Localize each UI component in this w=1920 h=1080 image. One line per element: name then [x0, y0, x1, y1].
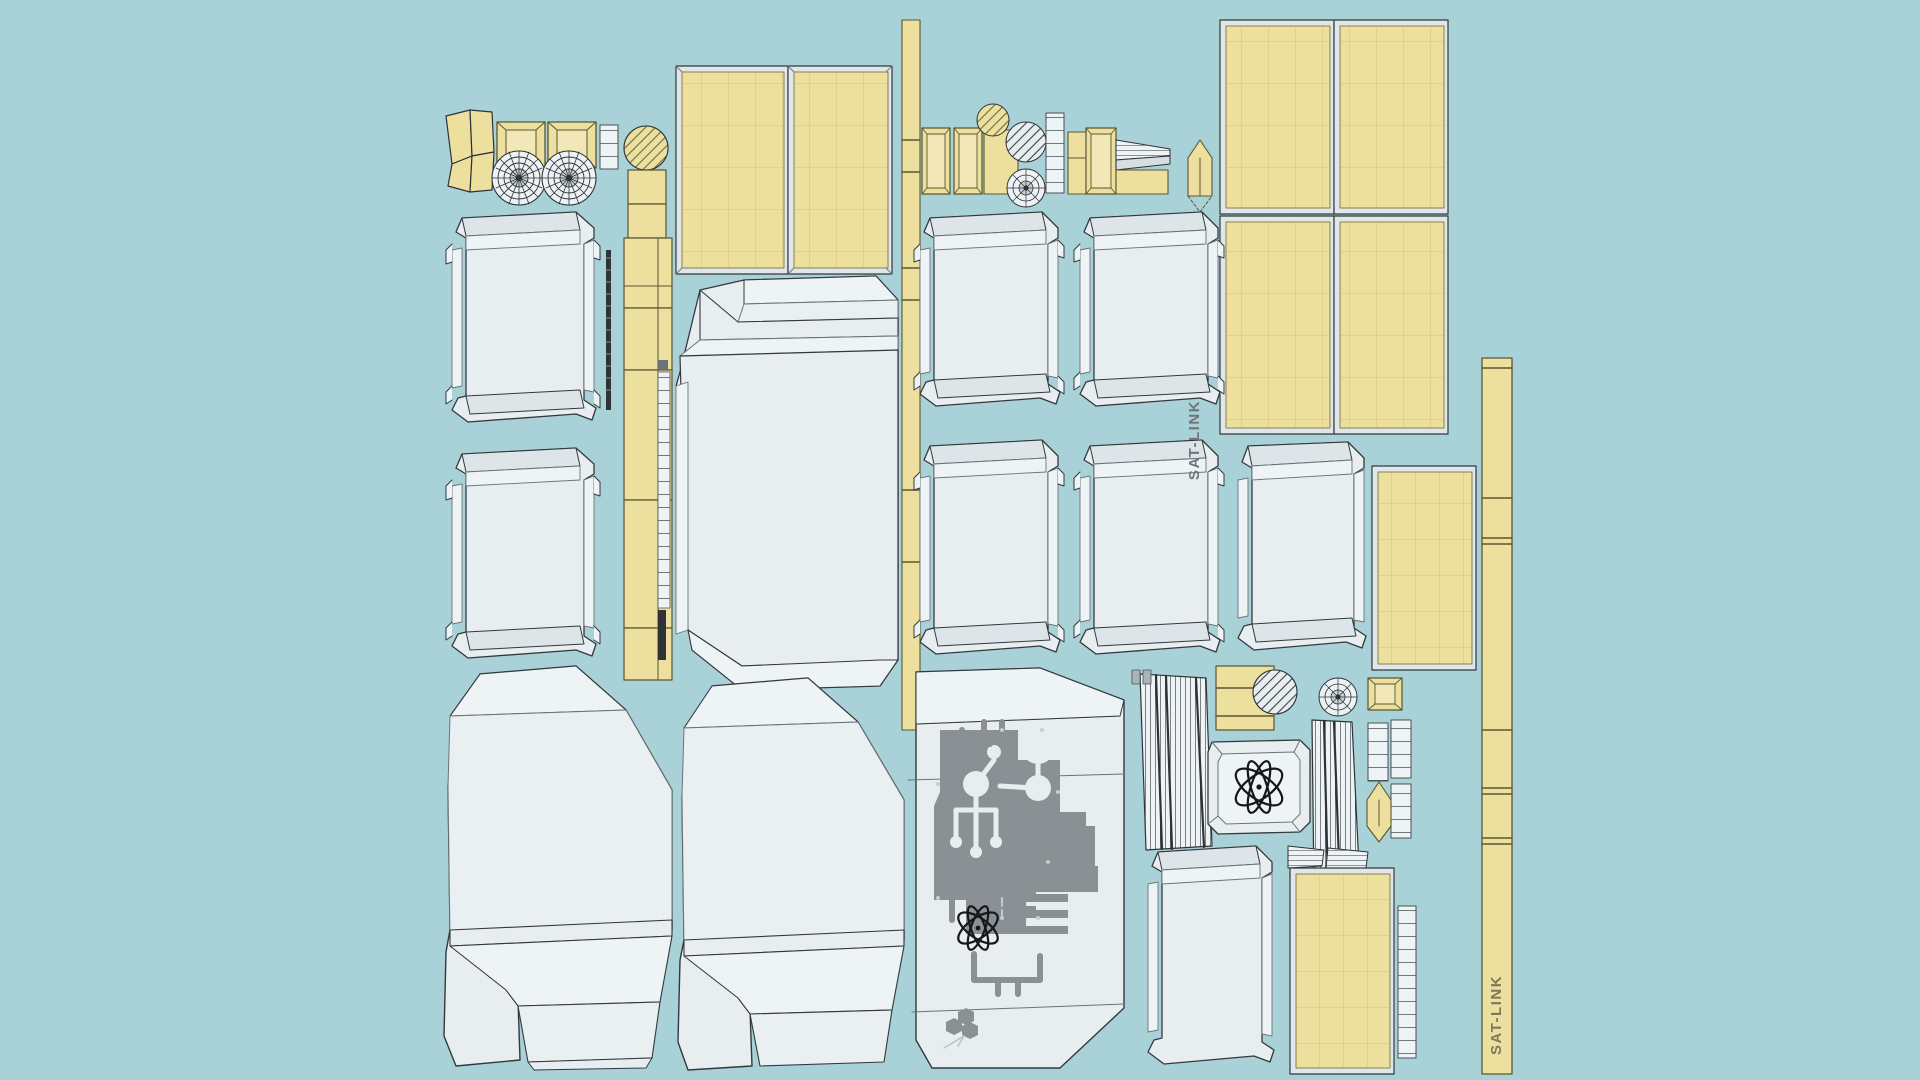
- main-hull-center-part: [675, 275, 899, 691]
- sat-link-label-hull: SAT-LINK: [1186, 400, 1203, 481]
- solar-panel-mr-part: [1371, 465, 1477, 671]
- hatch-strip-a-part: [599, 124, 619, 170]
- dish-antenna-right-part: [541, 150, 597, 206]
- nose-panel-bl-2-part: [677, 677, 905, 1071]
- sat-link-label-boom: SAT-LINK: [1488, 974, 1505, 1055]
- rung-ladder-br-3-part: [1390, 783, 1412, 839]
- boom-mast-left-part: [623, 125, 673, 681]
- atom-orbit-icon: [1234, 760, 1284, 814]
- hull-box-r2c1-part: [913, 439, 1065, 655]
- ring-segment-strip-part: [445, 109, 495, 193]
- rung-ladder-br-1-part: [1367, 722, 1389, 782]
- solar-panel-top-left-group: [675, 65, 893, 275]
- chip-pair-part: [1131, 669, 1152, 685]
- beacon-spire-br-part: [1366, 781, 1392, 843]
- boom-strip-right-part: [1481, 357, 1513, 1075]
- ribbed-cylinder-a-part: [1139, 673, 1213, 851]
- rung-ladder-br-2-part: [1390, 719, 1412, 779]
- hull-box-r1c1-part: [913, 211, 1065, 407]
- atom-orbit-icon: [957, 905, 999, 951]
- hull-box-r1c2-part: [1073, 211, 1225, 407]
- solar-panel-br-part: [1289, 867, 1395, 1075]
- hex-cluster-icon: [946, 1008, 978, 1039]
- rung-ladder-br-4-part: [1397, 905, 1417, 1059]
- hull-box-br-part: [1147, 845, 1275, 1065]
- nose-panel-bl-1-part: [443, 665, 673, 1071]
- sensor-square-housing-part: [1207, 739, 1311, 835]
- dish-antenna-left-part: [491, 150, 547, 206]
- hull-box-r2c3-part: [1237, 441, 1367, 651]
- decal-hull-panel-part: [907, 667, 1125, 1069]
- circuit-board-decal: [934, 719, 1098, 1049]
- equipment-row-top-middle: [921, 103, 1213, 213]
- solar-panel-top-right-group: [1219, 19, 1449, 435]
- body-panel-left-upper-part: [445, 211, 601, 423]
- fin-pair-part: [1287, 845, 1369, 869]
- radiator-fin-left-part: [605, 250, 612, 410]
- thruster-frame-br-part: [1367, 677, 1403, 711]
- hull-box-r2c2-part: [1073, 439, 1225, 655]
- hatched-disc-br-part: [1252, 669, 1298, 715]
- body-panel-left-lower-part: [445, 447, 601, 659]
- dish-antenna-br-part: [1318, 677, 1358, 717]
